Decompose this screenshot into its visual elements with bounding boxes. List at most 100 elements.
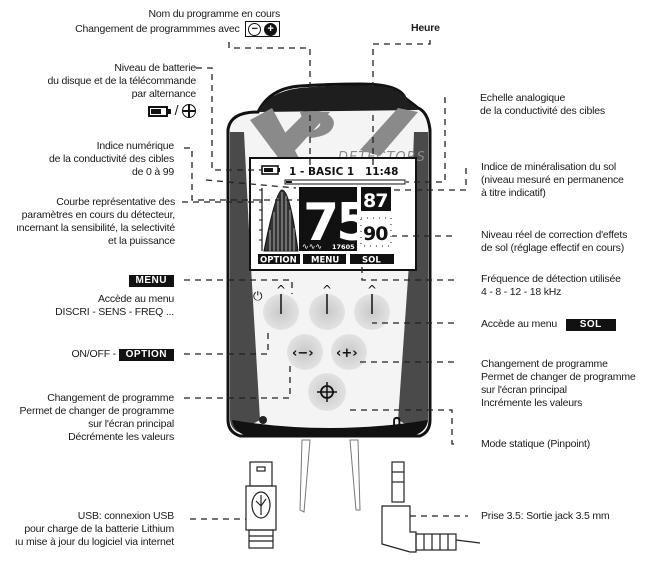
label-analog-scale: Echelle analogique de la conductivité de… xyxy=(480,92,605,118)
button-left-option[interactable]: ^ xyxy=(263,283,299,330)
arrow-up-icon: ^ xyxy=(322,283,332,297)
label-onoff-text: ON/OFF - xyxy=(71,348,116,360)
label-numeric-index-line1: Indice numérique xyxy=(96,140,175,152)
clip-right xyxy=(349,439,361,511)
usb-logo-icon xyxy=(251,491,271,519)
button-pinpoint[interactable] xyxy=(308,373,346,411)
screen-sensitivity-curve xyxy=(263,189,299,252)
xp-logo-stroke-2 xyxy=(270,112,330,156)
label-prog-minus-line3: sur l'écran principal xyxy=(88,418,174,430)
jack-plug xyxy=(381,461,481,553)
label-battery-line3: par alternance xyxy=(131,88,197,100)
label-menu-line2: DISCRI - SENS - FREQ ... xyxy=(55,306,174,318)
label-program-name: Nom du programme en cours Changement de … xyxy=(40,8,280,37)
label-program-name-line1: Nom du programme en cours xyxy=(148,8,280,20)
label-prog-plus: Changement de programme Permet de change… xyxy=(481,358,636,410)
label-frequency-line1: Fréquence de détection utilisée xyxy=(481,273,621,285)
label-numeric-index-line2: de la conductivité des cibles xyxy=(49,153,174,165)
headphone-icon: ∩ xyxy=(391,413,402,429)
label-prog-minus-line1: Changement de programme xyxy=(47,392,174,404)
sol-tag: SOL xyxy=(565,319,616,331)
label-menu: MENU Accède au menu DISCRI - SENS - FREQ… xyxy=(0,274,174,319)
minus-plus-buttons-icon: − + xyxy=(245,21,280,37)
label-usb: USB: connexion USB pour charge de la bat… xyxy=(0,510,174,549)
plus-circle-icon: + xyxy=(264,22,277,36)
label-battery-separator: / xyxy=(174,102,179,118)
arrow-up-icon: ^ xyxy=(276,283,286,297)
label-curve-line3: ıncernant la sensibilité, la selectivité xyxy=(16,222,175,234)
option-tag: OPTION xyxy=(118,349,174,361)
label-prog-plus-line3: sur l'écran principal xyxy=(481,384,567,396)
label-curve: Courbe représentative des paramètres en … xyxy=(0,196,175,248)
screen-time: 11:48 xyxy=(365,166,398,178)
usb-plug xyxy=(245,461,277,549)
label-curve-line1: Courbe représentative des xyxy=(56,196,175,208)
minus-circle-icon: − xyxy=(248,22,262,36)
screen-ground-correction: 90 xyxy=(363,223,388,245)
softkey-menu[interactable]: MENU xyxy=(311,256,339,266)
screen-program-name: 1 - BASIC 1 xyxy=(289,166,354,178)
label-program-name-line2: Changement de programmmes avec − + xyxy=(40,21,280,37)
label-ground-correction-line1: Niveau réel de correction d'effets xyxy=(481,229,628,241)
label-mineralisation-line2: (niveau mesuré en permanence xyxy=(481,174,624,186)
xp-logo-stroke-4 xyxy=(360,108,418,156)
label-pinpoint: Mode statique (Pinpoint) xyxy=(481,438,591,450)
button-plus[interactable]: ‹+› xyxy=(331,334,367,370)
screen-wave-symbol: ∿∿∿ xyxy=(302,242,322,251)
device-top-cap xyxy=(258,85,418,112)
label-jack: Prise 3.5: Sortie jack 3.5 mm xyxy=(481,510,610,522)
label-sol-menu-text: Accède au menu xyxy=(481,318,558,330)
button-minus[interactable]: ‹−› xyxy=(287,334,323,370)
arrow-up-icon: ^ xyxy=(367,283,377,297)
label-prog-minus-line2: Permet de changer de programme xyxy=(19,405,175,417)
screen-frequency: 17605 xyxy=(332,243,355,251)
label-numeric-index-line3: de 0 à 99 xyxy=(132,166,174,178)
label-numeric-index: Indice numérique de la conductivité des … xyxy=(0,140,174,179)
label-curve-line2: paramètres en cours du détecteur, xyxy=(21,209,176,221)
label-usb-line3: ıu mise à jour du logiciel via internet xyxy=(14,536,174,548)
device-left-grip xyxy=(230,132,260,432)
plus-arrow-icon: ‹+› xyxy=(336,346,358,361)
screen-mineralisation: 87 xyxy=(363,190,387,212)
label-prog-plus-line2: Permet de changer de programme xyxy=(481,371,636,383)
label-menu-line1: Accède au menu xyxy=(97,293,174,305)
screen-analog-scale xyxy=(284,179,406,185)
label-mineralisation-line1: Indice de minéralisation du sol xyxy=(481,161,617,173)
leader-lines xyxy=(182,40,468,520)
label-frequency: Fréquence de détection utilisée 4 - 8 - … xyxy=(481,273,621,299)
softkey-sol[interactable]: SOL xyxy=(362,256,381,266)
label-battery-line1: Niveau de batterie xyxy=(114,62,196,74)
battery-icon xyxy=(147,105,168,117)
button-middle-menu[interactable]: ^ xyxy=(309,283,345,330)
screen-index-block xyxy=(299,187,357,251)
power-icon: ⏻ xyxy=(253,289,263,303)
minus-arrow-icon: ‹−› xyxy=(292,346,314,361)
label-battery: Niveau de batterie du disque et de la té… xyxy=(0,62,197,119)
xp-logo-stroke-3 xyxy=(300,111,334,138)
label-usb-line1: USB: connexion USB xyxy=(77,510,174,522)
menu-tag: MENU xyxy=(128,275,174,287)
label-prog-plus-line4: Incrémente les valeurs xyxy=(481,397,583,409)
label-analog-scale-line1: Echelle analogique xyxy=(480,92,566,104)
label-mineralisation: Indice de minéralisation du sol (niveau … xyxy=(481,161,624,200)
label-ground-correction-line2: de sol (réglage effectif en cours) xyxy=(481,242,625,254)
softkey-option[interactable]: OPTION xyxy=(260,256,297,266)
label-mineralisation-line3: à titre indicatif) xyxy=(481,187,546,199)
button-right-sol[interactable]: ^ xyxy=(354,283,390,330)
label-battery-icons: / xyxy=(0,102,196,119)
label-prog-minus: Changement de programme Permet de change… xyxy=(0,392,175,444)
screen-mineral-block xyxy=(361,187,391,211)
device-right-grip xyxy=(398,132,428,432)
label-curve-line4: et la puissance xyxy=(107,235,175,247)
disc-icon xyxy=(182,104,196,119)
label-sol-menu: Accède au menu SOL xyxy=(481,318,616,331)
label-prog-plus-line1: Changement de programme xyxy=(481,358,608,370)
label-analog-scale-line2: de la conductivité des cibles xyxy=(480,105,605,117)
label-time: Heure xyxy=(411,22,440,34)
label-program-name-text: Changement de programmmes avec xyxy=(75,22,240,35)
device-bottom xyxy=(232,420,428,436)
label-usb-line2: pour charge de la batterie Lithium xyxy=(24,523,174,535)
label-frequency-line2: 4 - 8 - 12 - 18 kHz xyxy=(481,286,562,298)
screen-analog-scale-fill xyxy=(286,181,292,183)
